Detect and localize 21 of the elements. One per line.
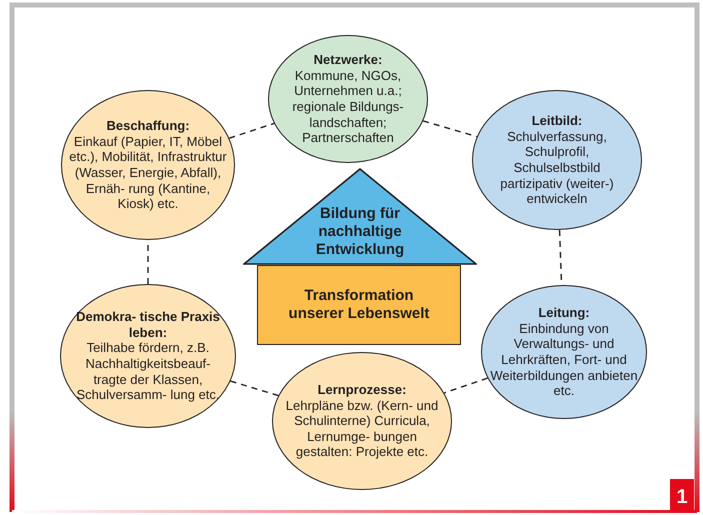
node-description: Einkauf (Papier, IT, Möbel etc.), Mobilität, Infrastruktur (Wasser, Energie, Abfall), Ernäh- rung (Kantine, Kiosk) etc.: [68, 134, 228, 212]
node-description: Teilhabe fördern, z.B. Nachhaltigkeitsbeauf- tragte der Klassen, Schulversamm- lung etc.: [75, 340, 221, 403]
dashed-connector: [230, 380, 279, 396]
roof-triangle: [243, 168, 477, 265]
node-heading: Leitung:: [538, 305, 590, 321]
node-description: Schulverfassung, Schulprofil, Schulselbstbild partizipativ (weiter-) entwickeln: [499, 128, 615, 207]
node-heading: Beschaffung:: [106, 118, 190, 134]
node-heading: Netzwerke:: [314, 52, 382, 68]
house-title: Bildung für nachhaltige Entwicklung: [314, 205, 406, 259]
dashed-connector: [422, 120, 478, 138]
house-box: [257, 265, 461, 345]
dashed-connector: [444, 377, 488, 394]
house-title: Transformation unserer Lebenswelt: [288, 287, 430, 323]
node-heading: Leitbild:: [532, 113, 582, 129]
node-description: Lehrpläne bzw. (Kern- und Schulinterne) Curricula, Lernumge- bungen gestalten: Projekte etc.: [284, 398, 440, 460]
node-heading: Lernprozesse:: [318, 382, 406, 398]
dashed-connector: [229, 122, 274, 139]
page-number-badge: 1: [670, 479, 694, 511]
node-description: Einbindung von Verwaltungs- und Lehrkräften, Fort- und Weiterbildungen anbieten etc.: [489, 320, 639, 399]
node-heading: Demokra- tische Praxis leben:: [75, 309, 221, 340]
node-description: Kommune, NGOs, Unternehmen u.a.; regionale Bildungs- landschaften; Partnerschaften: [291, 68, 405, 146]
